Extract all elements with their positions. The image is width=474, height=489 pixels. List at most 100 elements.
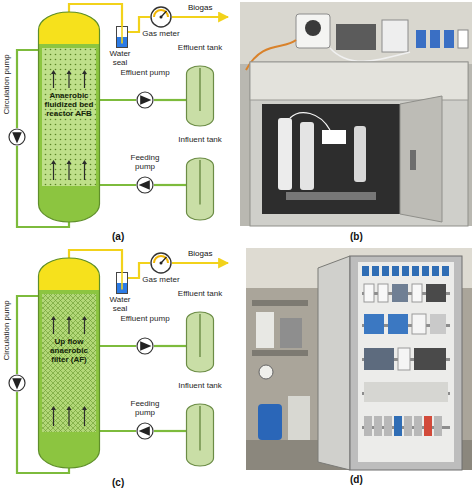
control-cabinet-photo: [392, 284, 408, 302]
reactor-vessel-outline: [39, 12, 100, 222]
pump-symbol-outline: [12, 378, 22, 389]
reactor-vessel-outline: [53, 73, 54, 88]
lab-photo: [336, 24, 376, 50]
lab-photo: [354, 126, 366, 182]
pipe-connector: [100, 99, 136, 101]
pipe-connector: [100, 345, 136, 347]
pump-symbol-outline: [139, 180, 150, 190]
tank-vessel-outline: [187, 312, 214, 372]
reactor-vessel-outline: [42, 48, 96, 186]
water-seal-outline: [117, 27, 128, 48]
tank-vessel-outline: [186, 158, 214, 220]
reactor-vessel-outline: [51, 70, 56, 74]
gas-meter: Gas meter: [150, 6, 172, 28]
water-seal-outline: [116, 26, 128, 48]
control-cabinet-photo: [384, 416, 392, 436]
pump-symbol-outline: [137, 92, 153, 108]
node-label: Up flow anaerobic filter (AF): [41, 338, 97, 364]
lab-photo: [286, 192, 376, 200]
control-cabinet-photo: [246, 248, 472, 470]
pipe-connector: [100, 430, 136, 432]
control-cabinet-photo: [422, 266, 429, 276]
lab-photo: [296, 14, 330, 48]
lab-photo: [290, 113, 330, 130]
pump-symbol-outline: [136, 337, 154, 355]
control-cabinet-photo: [414, 416, 422, 436]
pump-symbol-outline: [8, 128, 26, 146]
pump-symbol-outline: [136, 176, 154, 194]
tank-vessel-outline: [186, 404, 214, 466]
reactor-vessel-outline: [82, 406, 87, 410]
reactor-vessel-outline: [39, 258, 100, 468]
pump-symbol: Effluent pump: [136, 91, 154, 109]
gas-meter-outline: [160, 262, 163, 265]
biogas-outlet: [172, 16, 228, 18]
node-label: Water seal: [102, 296, 138, 314]
reactor-vessel: Up flow anaerobic filter (AF): [38, 258, 100, 468]
reactor-vessel-outline: [39, 12, 100, 222]
control-cabinet-photo: [374, 416, 382, 436]
pump-symbol: Circulation pump: [8, 374, 26, 392]
panel-label: (b): [350, 231, 363, 242]
tank-vessel-outline: [187, 404, 214, 466]
lab-photo: [382, 20, 408, 52]
node-label: Feeding pump: [120, 154, 170, 172]
pump-symbol-outline: [8, 374, 26, 392]
node-label: Influent tank: [175, 382, 225, 391]
control-cabinet-photo: [362, 266, 369, 276]
lab-photo: [240, 2, 472, 64]
gas-meter-outline: [150, 6, 172, 28]
pump-symbol-outline: [137, 423, 153, 439]
lab-photo: [444, 30, 454, 48]
reactor-vessel-outline: [67, 406, 72, 410]
node-label: Effluent tank: [175, 44, 225, 53]
control-cabinet-photo: [394, 416, 402, 436]
lab-photo: [330, 48, 410, 61]
control-cabinet-photo: [388, 314, 408, 334]
control-cabinet-photo: [424, 416, 432, 436]
water-seal-outline: [121, 272, 123, 290]
node-label: Effluent pump: [120, 69, 170, 78]
tank-vessel: Influent tank: [186, 404, 214, 466]
reactor-vessel-outline: [51, 406, 56, 410]
control-cabinet-photo: [372, 266, 379, 276]
panel-label: (c): [112, 477, 124, 488]
pump-symbol: Feeding pump: [136, 176, 154, 194]
tank-vessel: Effluent tank: [186, 66, 214, 126]
pump-symbol: Circulation pump: [8, 128, 26, 146]
control-cabinet-photo: [318, 256, 350, 470]
node-label: Anaerobic fluidized bed reactor AFB: [41, 92, 97, 118]
reactor-vessel-outline: [42, 294, 96, 432]
lab-photo: [240, 2, 472, 226]
reactor-vessel-outline: [82, 70, 87, 74]
lab-photo: [240, 2, 472, 226]
flow-label: Biogas: [188, 4, 212, 13]
water-seal-outline: [117, 273, 128, 294]
reactor-vessel-outline: [51, 70, 87, 180]
reactor-vessel-outline: [51, 160, 56, 164]
control-cabinet-photo: [350, 256, 462, 470]
control-cabinet-photo: [402, 266, 409, 276]
lab-photo: [250, 62, 468, 226]
lab-photo: [262, 104, 400, 214]
pipe-connector: [17, 296, 38, 374]
pipe-connector: [100, 184, 136, 186]
reactor-vessel-outline: [84, 409, 85, 426]
control-cabinet-photo: [364, 284, 374, 302]
tank-vessel-outline: [186, 312, 214, 372]
pump-symbol-outline: [139, 426, 150, 436]
control-cabinet-photo: [378, 284, 388, 302]
pipe-connector: [17, 50, 38, 128]
control-cabinet-photo: [398, 348, 410, 370]
node-label: Effluent tank: [175, 290, 225, 299]
tank-vessel: Influent tank: [186, 158, 214, 220]
control-cabinet-photo: [442, 266, 449, 276]
control-cabinet-photo: [364, 382, 448, 402]
control-cabinet-photo: [258, 404, 282, 440]
control-cabinet-photo: [382, 266, 389, 276]
control-cabinet-photo: [412, 266, 419, 276]
panel-label: (d): [350, 474, 363, 485]
reactor-vessel-outline: [51, 316, 56, 320]
control-cabinet-photo: [280, 318, 302, 348]
